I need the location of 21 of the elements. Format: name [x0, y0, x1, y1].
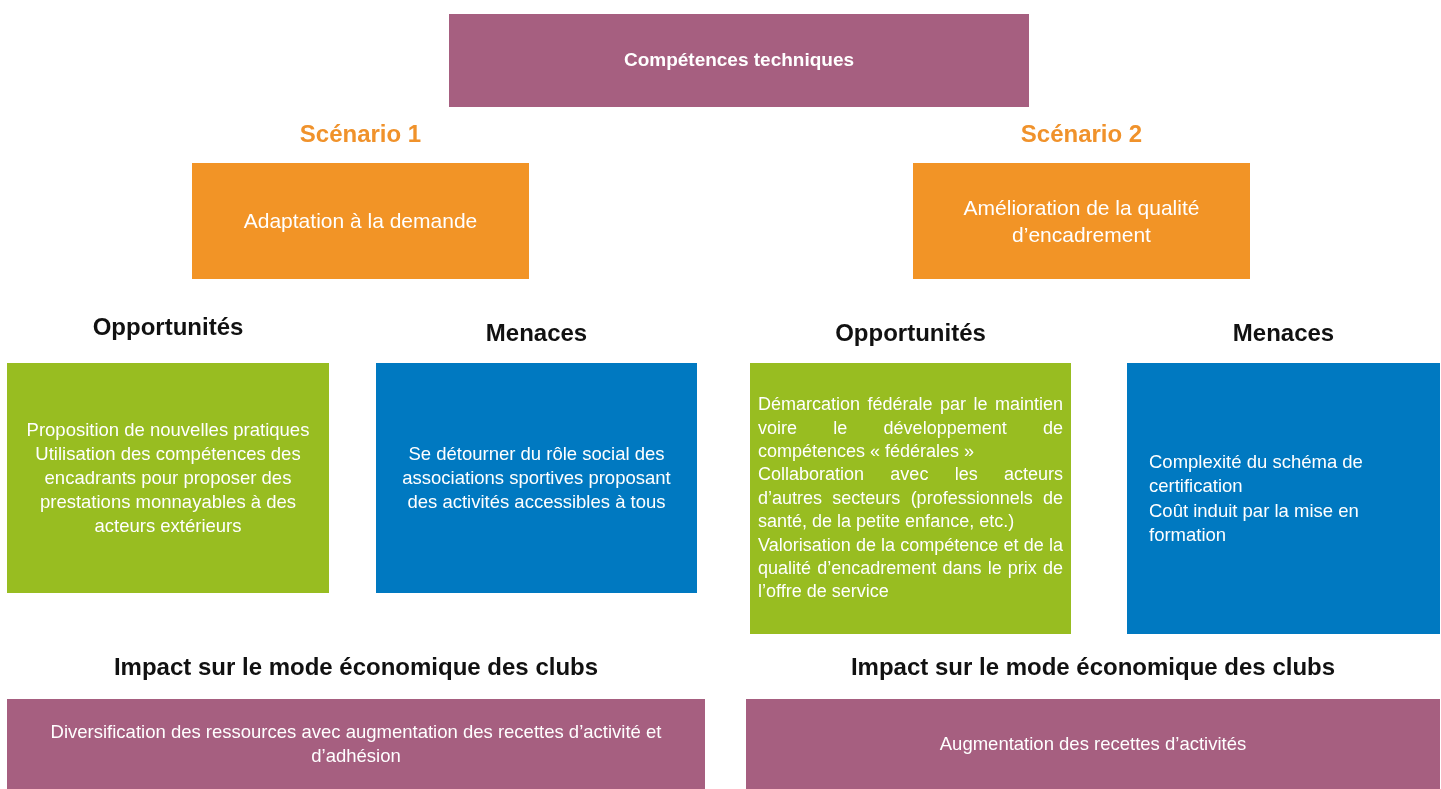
section-heading: Impact sur le mode économique des clubs — [112, 653, 600, 681]
section-heading: Menaces — [484, 319, 589, 347]
section-heading: Scénario 1 — [298, 120, 423, 148]
content-text: Démarcation fédérale par le maintien voire le développement de compétences « fédérales » — [758, 393, 1063, 463]
content-text: Coût induit par la mise en formation — [1149, 498, 1360, 547]
content-text: Se détourner du rôle social des associations sportives proposant des activités accessibles à tous — [401, 441, 672, 514]
title-text: Compétences techniques — [622, 48, 856, 73]
section-heading: Opportunités — [834, 319, 987, 347]
content-text: Adaptation à la demande — [242, 208, 479, 235]
content-text: Valorisation de la compétence et de la qualité d’encadrement dans le prix de l’offre de service — [758, 533, 1063, 604]
content-text: Amélioration de la qualité d’encadrement — [962, 194, 1201, 248]
section-heading: Impact sur le mode économique des clubs — [849, 653, 1337, 681]
content-text: Augmentation des recettes d’activités — [938, 731, 1248, 756]
section-heading: Menaces — [1231, 319, 1336, 347]
content-text: Collaboration avec les acteurs d’autres secteurs (professionnels de santé, de la petite enfance, etc.) — [758, 463, 1063, 534]
content-text: Complexité du schéma de certification — [1149, 450, 1364, 499]
content-text: Proposition de nouvelles pratiques — [25, 417, 311, 442]
content-text: Utilisation des compétences des encadrants pour proposer des prestations monnayables à des acteurs extérieurs — [34, 441, 302, 539]
section-heading: Opportunités — [91, 313, 245, 341]
content-text: Diversification des ressources avec augmentation des recettes d’activité et d’adhésion — [49, 719, 663, 768]
section-heading: Scénario 2 — [1019, 120, 1144, 148]
